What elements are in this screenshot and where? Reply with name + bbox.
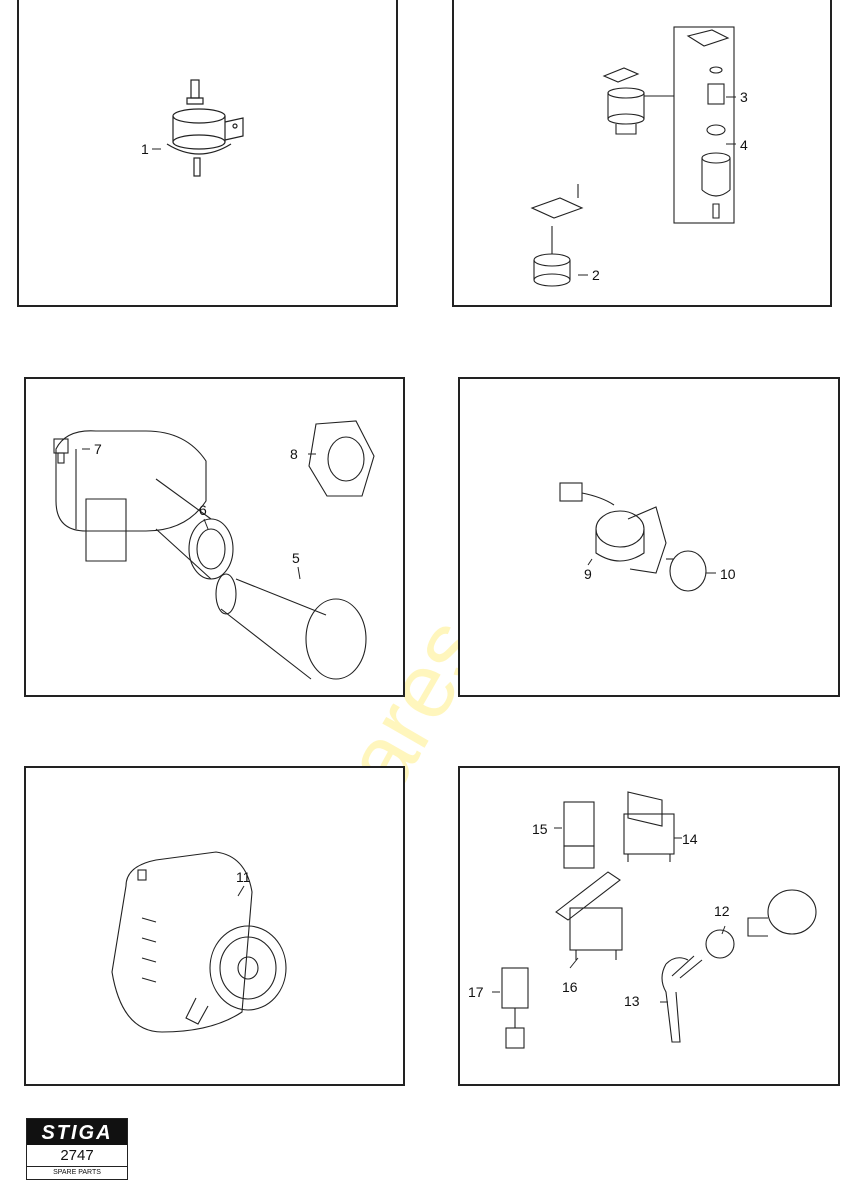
panel-air-filter: 7 8 6 5: [24, 377, 405, 697]
callout-12: 12: [714, 903, 730, 919]
callout-4: 4: [740, 137, 748, 153]
callout-5: 5: [292, 550, 300, 566]
air-filter-drawing: [53, 420, 375, 680]
stiga-brand-mark: STIGA: [27, 1119, 127, 1145]
callout-14: 14: [682, 831, 698, 847]
fuel-filter-assembly-drawing: [530, 26, 736, 287]
electrical-drawing: [492, 791, 817, 1049]
catalog-number: 2747: [27, 1146, 127, 1167]
callout-7: 7: [94, 441, 102, 457]
callout-8: 8: [290, 446, 298, 462]
callout-15: 15: [532, 821, 548, 837]
panel-electrical: 15 14 12 16 13 17: [458, 766, 840, 1086]
spare-parts-label: SPARE PARTS: [53, 1169, 101, 1176]
brand-text: STIGA: [41, 1122, 112, 1144]
callout-6: 6: [199, 502, 207, 518]
panel-stop-solenoid: 9 10: [458, 377, 840, 697]
callout-2: 2: [592, 267, 600, 283]
panel-alternator: 11: [24, 766, 405, 1086]
callout-16: 16: [562, 979, 578, 995]
callout-10: 10: [720, 566, 736, 582]
callout-11: 11: [236, 869, 251, 885]
callout-17: 17: [468, 984, 484, 1000]
callout-9: 9: [584, 566, 592, 582]
callout-13: 13: [624, 993, 640, 1009]
stop-solenoid-drawing: [559, 482, 716, 592]
panel-fuel-filter-assembly: 3 4 2: [452, 0, 832, 307]
panel-fuel-filter: 1: [17, 0, 398, 307]
stiga-logo: STIGA 2747 SPARE PARTS: [26, 1118, 128, 1180]
callout-3: 3: [740, 89, 748, 105]
callout-1: 1: [141, 141, 149, 157]
fuel-filter-drawing: [166, 79, 244, 177]
alternator-drawing: [111, 851, 287, 1033]
